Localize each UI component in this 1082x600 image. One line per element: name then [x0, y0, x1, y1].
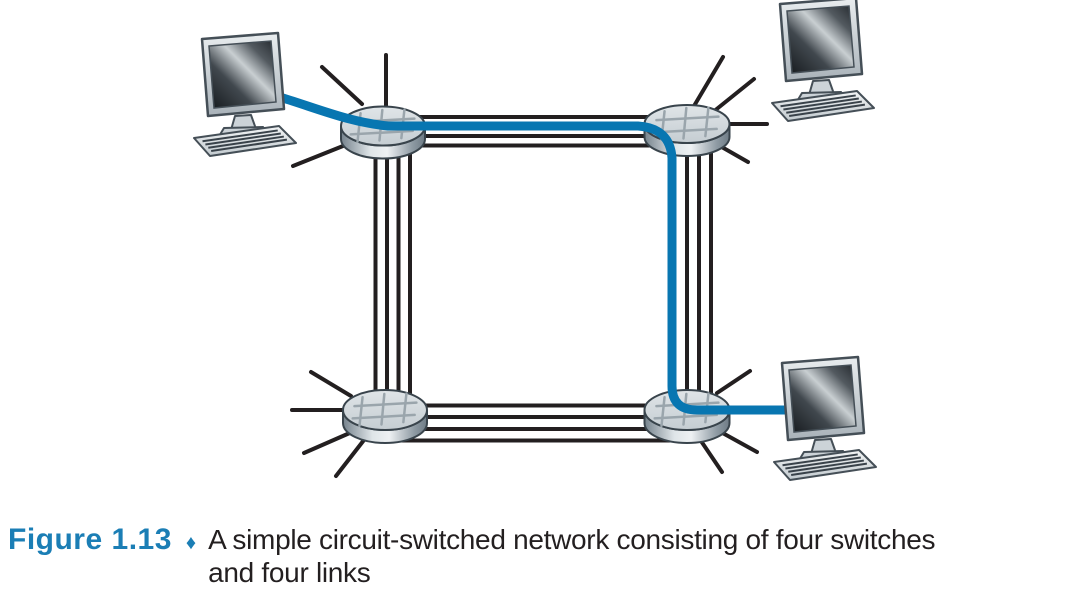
- host-top-left-icon: [193, 31, 297, 157]
- access-link-line: [717, 429, 759, 454]
- figure-caption: Figure 1.13 ♦ A simple circuit-switched …: [8, 522, 936, 589]
- access-link-line: [718, 144, 750, 164]
- switch-grid-pattern: [351, 392, 418, 428]
- network-diagram: [193, 0, 877, 481]
- access-link-line: [692, 55, 725, 108]
- monitor-screen: [786, 5, 855, 74]
- access-link-lines: [290, 53, 769, 478]
- circuit-path: [251, 85, 802, 415]
- switch-bottom-right-icon: [643, 389, 731, 444]
- caption-text: A simple circuit-switched network consis…: [208, 523, 935, 589]
- keyboard-keys: [782, 453, 868, 476]
- link-bottom: [385, 403, 687, 443]
- diamond-separator-icon: ♦: [185, 532, 197, 554]
- access-link-line: [711, 77, 756, 114]
- link-left: [373, 126, 412, 410]
- link-top: [383, 115, 687, 148]
- keyboard-keys: [202, 129, 288, 152]
- keyboard-keys: [780, 94, 866, 117]
- access-link-line: [697, 436, 724, 474]
- keyboard: [771, 90, 875, 122]
- keyboard: [193, 125, 297, 157]
- switch-bottom-left-icon: [342, 389, 428, 444]
- monitor-screen: [788, 364, 857, 433]
- access-link-line: [309, 370, 353, 398]
- caption-line-2: and four links: [208, 557, 371, 588]
- link-right: [671, 124, 713, 410]
- monitor-screen: [208, 40, 277, 109]
- access-link-line: [715, 369, 752, 395]
- circuit-switched-network-svg: [193, 0, 877, 481]
- switch-top-left-icon: [340, 105, 426, 160]
- host-bottom-right-icon: [773, 355, 877, 481]
- access-link-line: [291, 142, 350, 168]
- caption-line-1: A simple circuit-switched network consis…: [208, 524, 936, 555]
- access-link-line: [320, 65, 364, 106]
- access-link-line: [302, 430, 354, 455]
- access-link-line: [334, 438, 366, 478]
- host-top-right-icon: [771, 0, 875, 122]
- keyboard: [773, 449, 877, 481]
- figure-label: Figure 1.13: [8, 523, 172, 556]
